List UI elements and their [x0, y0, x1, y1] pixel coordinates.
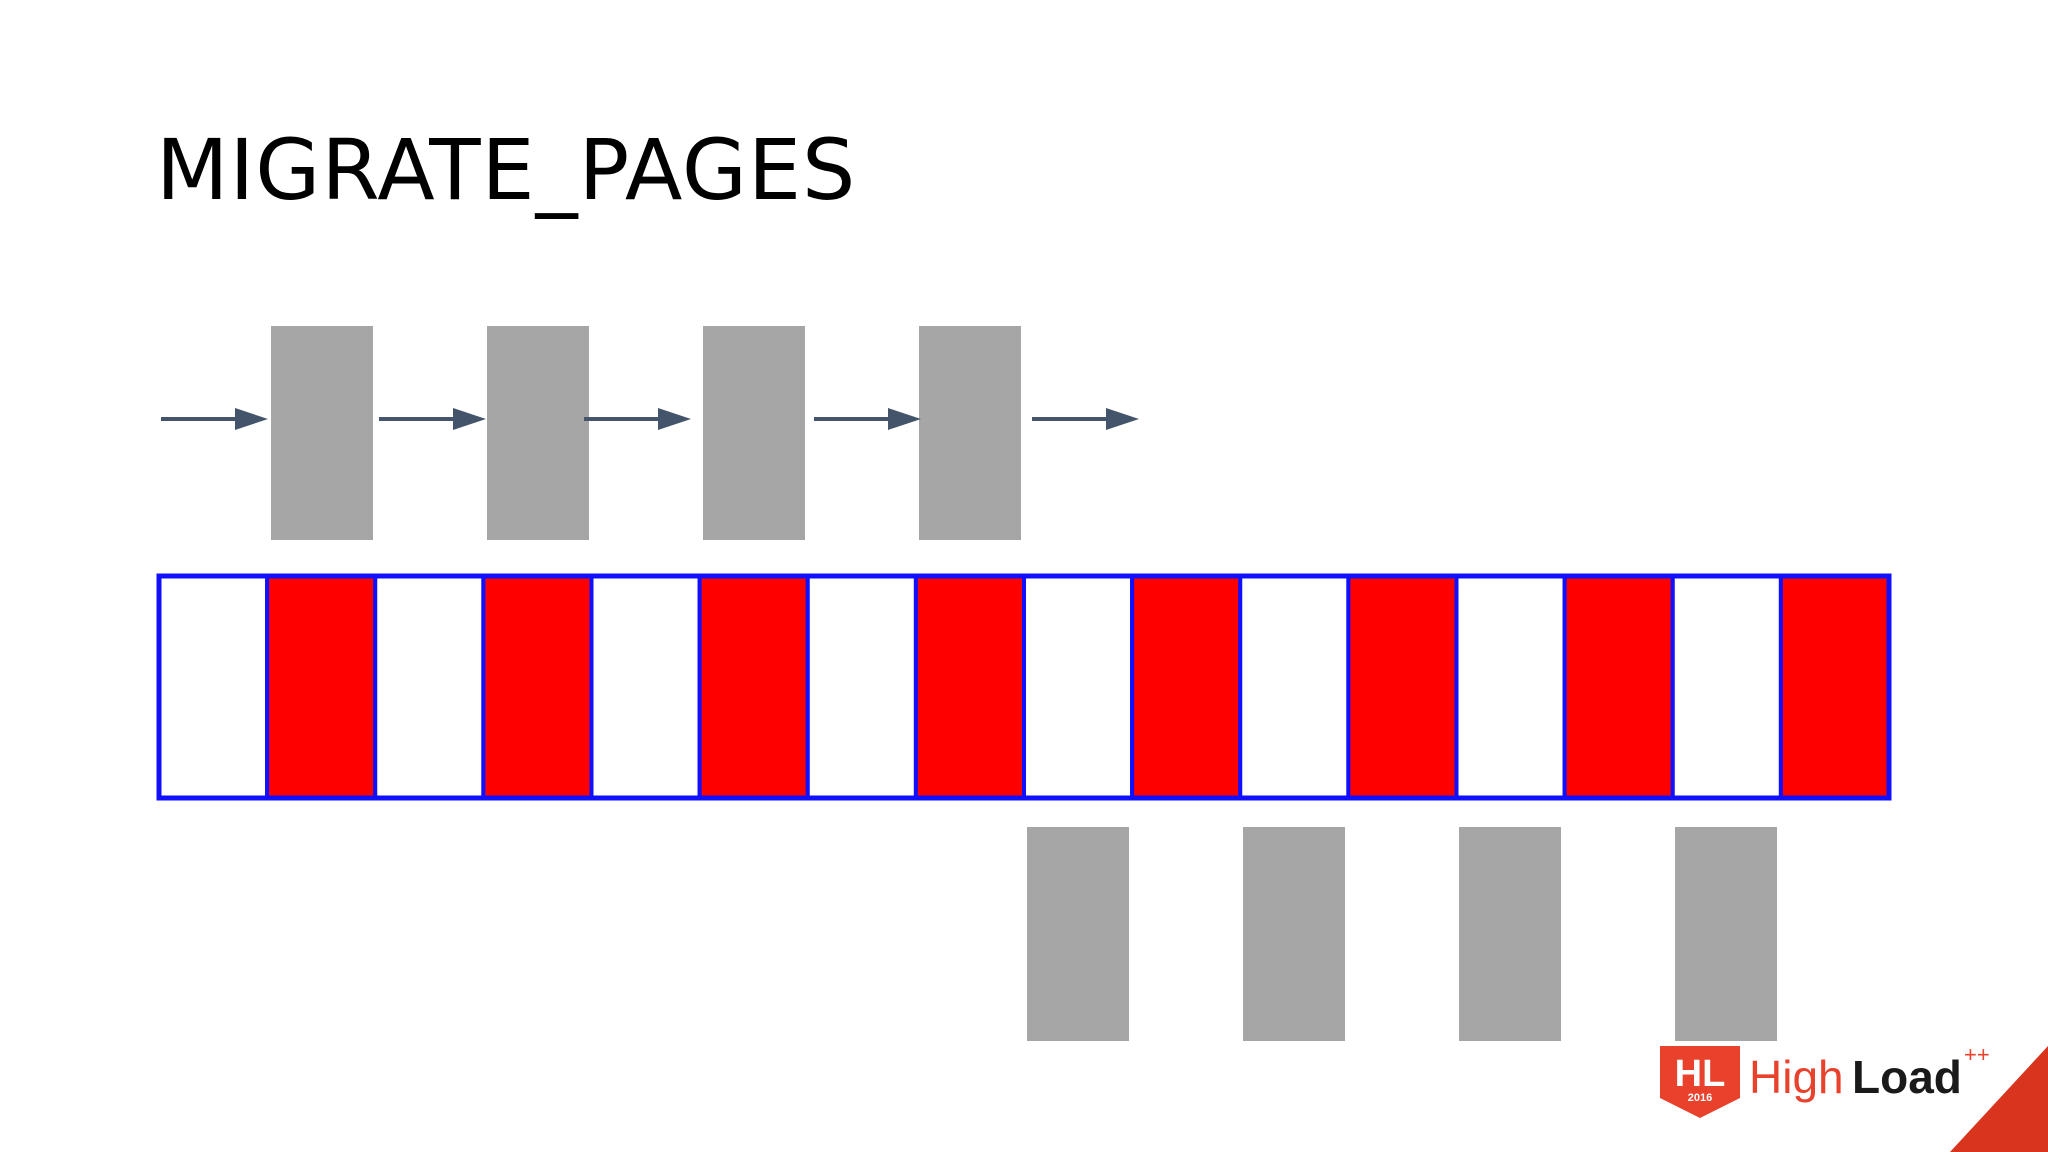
- arrowhead: [658, 408, 691, 430]
- top-page: [919, 326, 1021, 540]
- highload-logo: HL 2016 High Load ++: [1660, 1042, 1990, 1118]
- memory-cell-red: [1562, 574, 1675, 800]
- arrowhead: [1106, 408, 1139, 430]
- memory-cell-red: [697, 574, 810, 800]
- memory-cell-red: [265, 574, 378, 800]
- memory-cell-white: [1022, 574, 1135, 800]
- memory-cell-white: [1238, 574, 1351, 800]
- memory-cell-red: [481, 574, 594, 800]
- top-page: [487, 326, 589, 540]
- hl-badge-text: HL: [1675, 1053, 1726, 1095]
- memory-cell-red: [1130, 574, 1243, 800]
- memory-cell-white: [1454, 574, 1567, 800]
- memory-strip: [156, 573, 1892, 801]
- corner-accent: [1950, 1046, 2048, 1152]
- memory-cell-white: [805, 574, 918, 800]
- hl-badge-icon: [1660, 1046, 1740, 1118]
- memory-cell-white: [157, 574, 270, 800]
- hl-badge-year: 2016: [1688, 1092, 1712, 1104]
- list-arrows: [161, 408, 1139, 430]
- bottom-page: [1675, 827, 1777, 1041]
- memory-cell-white: [1670, 574, 1783, 800]
- logo-word-plus: ++: [1964, 1042, 1990, 1067]
- memory-cell-red: [1346, 574, 1459, 800]
- memory-cell-red: [913, 574, 1027, 800]
- bottom-pages: [1027, 827, 1777, 1041]
- top-pages: [271, 326, 1021, 540]
- arrowhead: [453, 408, 486, 430]
- bottom-page: [1027, 827, 1129, 1041]
- logo-word-load: Load: [1852, 1051, 1962, 1103]
- bottom-page: [1459, 827, 1561, 1041]
- slide-title: MIGRATE_PAGES: [156, 121, 857, 219]
- logo-word-high: High: [1749, 1051, 1844, 1103]
- memory-cell-white: [373, 574, 486, 800]
- arrowhead: [888, 408, 921, 430]
- memory-cell-white: [589, 574, 702, 800]
- memory-strip-outline: [156, 573, 1892, 801]
- memory-cell-red: [1778, 574, 1892, 800]
- bottom-page: [1243, 827, 1345, 1041]
- top-page: [271, 326, 373, 540]
- arrowhead: [235, 408, 268, 430]
- top-page: [703, 326, 805, 540]
